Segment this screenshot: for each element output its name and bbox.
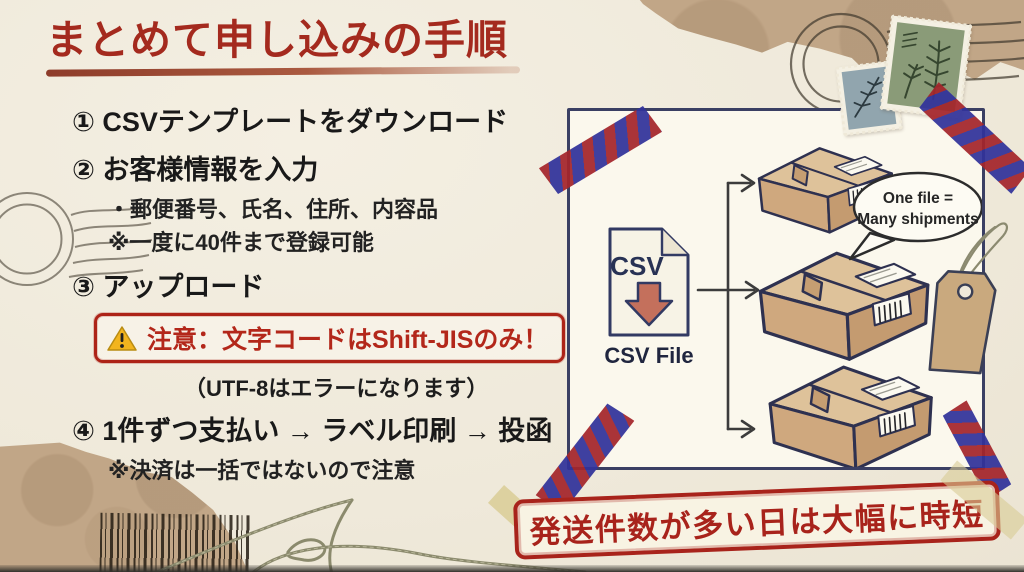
banner-text: 発送件数が多い日は大幅に時短 — [529, 496, 986, 550]
step-2: ② お客様情報を入力 — [72, 155, 319, 186]
warning-triangle-icon — [107, 326, 137, 351]
title-underline-brush — [45, 66, 521, 77]
csv-file-caption: CSV File — [604, 343, 693, 368]
bubble-line-2: Many shipments — [857, 211, 978, 228]
page-title: まとめて申し込みの手順 — [46, 17, 508, 63]
step-1: ① CSVテンプレートをダウンロード — [72, 107, 509, 137]
warning-note: （UTF-8はエラーになります） — [184, 376, 489, 402]
download-arrow-icon — [624, 281, 674, 327]
botanical-branches-icon — [887, 22, 965, 112]
postage-stamp-blue — [834, 59, 904, 137]
warning-box: 注意：文字コードはShift-JISのみ！ — [94, 313, 566, 364]
bubble-line-1: One file = — [883, 190, 953, 207]
bottom-edge-shadow — [0, 565, 1024, 572]
steps-list: ① CSVテンプレートをダウンロード ② お客様情報を入力 ・郵便番号、氏名、住… — [72, 104, 577, 489]
speech-bubble: One file = Many shipments — [848, 171, 982, 261]
step-2-note: ※一度に40件まで登録可能 — [108, 229, 374, 255]
warning-text: 注意：文字コードはShift-JISのみ！ — [147, 326, 549, 355]
postage-stamp-green — [879, 14, 973, 120]
step-3: ③ アップロード — [72, 271, 265, 302]
title-block: まとめて申し込みの手順 — [45, 16, 521, 77]
shipping-tag — [928, 222, 1009, 375]
csv-file-label: CSV — [610, 251, 664, 281]
branch-arrows — [696, 173, 760, 439]
illustration-panel: CSV CSV File One file = Many shipments — [567, 108, 985, 470]
tag-hole — [957, 283, 974, 300]
botanical-leaf-icon — [841, 66, 897, 130]
csv-file-icon: CSV — [608, 227, 690, 337]
step-4: ④ 1件ずつ支払い → ラベル印刷 → 投函 — [72, 416, 553, 447]
step-4-note: ※決済は一括ではないので注意 — [108, 457, 416, 483]
step-2-detail: ・郵便番号、氏名、住所、内容品 — [108, 196, 439, 222]
postmark-stamp-left — [0, 192, 153, 286]
csv-to-parcels-diagram: CSV CSV File One file = Many shipments — [604, 147, 982, 467]
